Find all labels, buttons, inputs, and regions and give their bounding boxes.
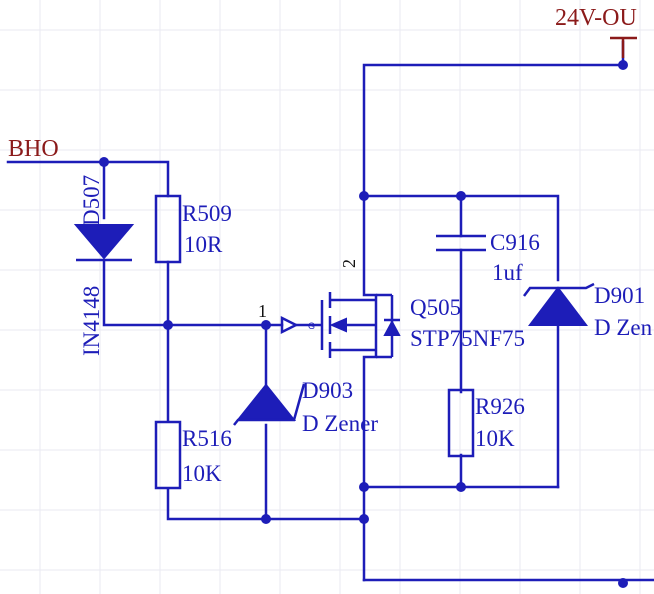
resistor-r509[interactable]	[154, 194, 182, 264]
net-label-bho: BHO	[8, 136, 59, 162]
wire-24v-rail	[362, 63, 625, 198]
gate-pin-label: G	[308, 321, 315, 331]
wire-drain-vertical	[362, 194, 378, 297]
wire-drain-bus	[362, 194, 560, 282]
d903-ref: D903	[302, 378, 353, 403]
r926-ref: R926	[475, 394, 525, 419]
d903-value: D Zener	[302, 411, 378, 436]
resistor-r926[interactable]	[447, 388, 475, 458]
d507-ref: D507	[79, 175, 104, 226]
capacitor-c916[interactable]	[436, 234, 486, 252]
junction-bottom-left	[261, 514, 271, 524]
wire-bho-input	[6, 160, 170, 198]
zener-d903[interactable]	[233, 383, 306, 426]
r516-value: 10K	[182, 461, 222, 486]
net-label-24v: 24V-OU	[555, 5, 637, 31]
d507-value: IN4148	[79, 286, 104, 356]
junction-c916-top	[456, 191, 466, 201]
q505-value: STP75NF75	[410, 326, 525, 351]
junction-24v	[618, 60, 628, 70]
wires	[6, 40, 654, 582]
junction-gate-right	[261, 320, 271, 330]
r509-ref: R509	[182, 201, 232, 226]
d901-value: D Zen	[594, 315, 653, 340]
junction-gate-left	[163, 320, 173, 330]
power-port-24v	[610, 36, 637, 58]
resistor-r516[interactable]	[154, 420, 182, 490]
junction-bho	[99, 157, 109, 167]
mosfet-q505[interactable]	[280, 292, 401, 359]
r509-value: 10R	[184, 232, 223, 257]
junction-bottom-source	[359, 514, 369, 524]
wire-r516-bottom	[166, 488, 366, 521]
junction-r926-bus	[456, 482, 466, 492]
junction-bottom-right	[618, 578, 628, 588]
c916-value: 1uf	[492, 260, 523, 285]
drain-pin-number: 2	[339, 259, 359, 268]
c916-ref: C916	[490, 230, 540, 255]
gate-pin-number: 1	[258, 301, 267, 321]
r516-ref: R516	[182, 426, 232, 451]
q505-ref: Q505	[410, 295, 461, 320]
wire-d507-bottom	[102, 260, 170, 327]
junction-source-bus	[359, 482, 369, 492]
r926-value: 10K	[475, 426, 515, 451]
junctions	[99, 60, 628, 588]
diode-d507[interactable]	[73, 224, 135, 262]
d901-ref: D901	[594, 283, 645, 308]
wire-source	[362, 355, 378, 582]
junction-drain	[359, 191, 369, 201]
zener-d901[interactable]	[523, 282, 595, 326]
